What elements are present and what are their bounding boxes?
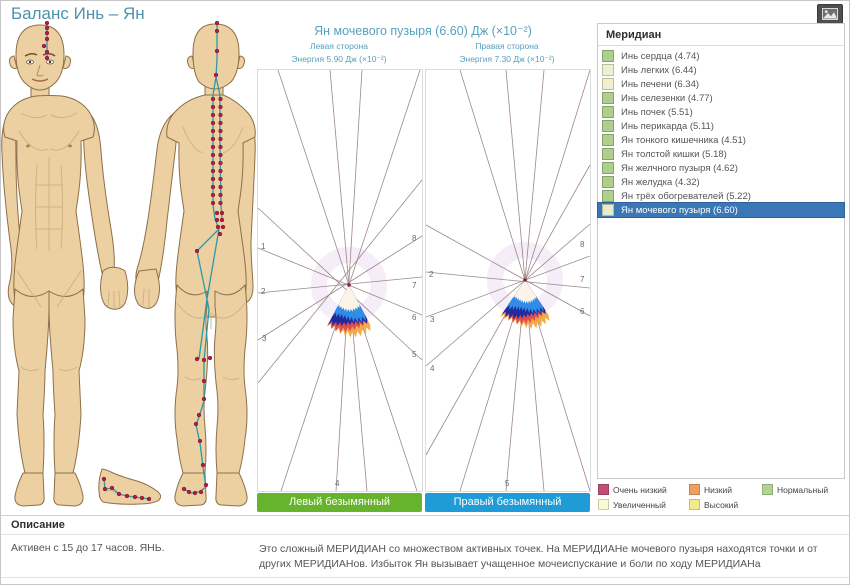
legend-item: Очень низкий bbox=[598, 484, 689, 495]
meridian-item-label: Инь легких (6.44) bbox=[621, 64, 697, 76]
axis-label: 1 bbox=[261, 242, 266, 251]
status-legend: Очень низкий Низкий Нормальный Увеличенн… bbox=[598, 484, 848, 510]
description-section: Описание Активен с 15 до 17 часов. ЯНЬ. … bbox=[1, 515, 849, 578]
meridian-color-swatch bbox=[602, 176, 614, 188]
legend-color-swatch bbox=[762, 484, 773, 495]
axis-label: 7 bbox=[580, 275, 585, 284]
meridian-item-label: Ян мочевого пузыря (6.60) bbox=[621, 204, 738, 216]
meridian-color-swatch bbox=[602, 50, 614, 62]
meridian-item-label: Инь перикарда (5.11) bbox=[621, 120, 714, 132]
axis-label: 6 bbox=[580, 307, 585, 316]
meridian-color-swatch bbox=[602, 162, 614, 174]
legend-color-swatch bbox=[689, 484, 700, 495]
meridian-color-swatch bbox=[602, 106, 614, 118]
legend-item: Нормальный bbox=[762, 484, 848, 495]
meridian-color-swatch bbox=[602, 134, 614, 146]
meridian-list-item[interactable]: Ян тонкого кишечника (4.51) bbox=[598, 133, 844, 147]
legend-item-label: Очень низкий bbox=[613, 484, 667, 495]
meridian-points bbox=[41, 20, 226, 502]
meridian-color-swatch bbox=[602, 148, 614, 160]
left-energy-label: Энергия 5.90 Дж (×10⁻²) bbox=[291, 53, 387, 64]
description-detail-text: Это сложный МЕРИДИАН со множеством актив… bbox=[259, 543, 818, 571]
meridian-item-label: Инь сердца (4.74) bbox=[621, 50, 700, 62]
left-side-label: Левая сторона bbox=[309, 41, 369, 51]
axis-label: 5 bbox=[505, 479, 510, 488]
radar-panel-left: 1 2 3 4 5 6 7 8 bbox=[257, 69, 423, 492]
meridian-item-label: Инь селезенки (4.77) bbox=[621, 92, 713, 104]
axis-label: 4 bbox=[335, 479, 340, 488]
right-ring-finger-button[interactable]: Правый безымянный bbox=[425, 493, 590, 512]
axis-label: 4 bbox=[430, 364, 435, 373]
page-title: Баланс Инь – Ян bbox=[11, 4, 145, 23]
meridian-list-item[interactable]: Ян мочевого пузыря (6.60) bbox=[597, 202, 845, 218]
description-header: Описание bbox=[1, 516, 849, 535]
face-features bbox=[24, 52, 72, 148]
meridian-color-swatch bbox=[602, 204, 614, 216]
radar-panel-right: 2 3 4 5 6 7 8 bbox=[425, 69, 591, 492]
legend-item-label: Нормальный bbox=[777, 484, 829, 495]
axis-label: 2 bbox=[429, 270, 434, 279]
meridian-list-item[interactable]: Инь сердца (4.74) bbox=[598, 49, 844, 63]
legend-color-swatch bbox=[689, 499, 700, 510]
meridian-panel: Меридиан Инь сердца (4.74) Инь легких (6… bbox=[597, 23, 845, 479]
meridian-color-swatch bbox=[602, 190, 614, 202]
meridian-color-swatch bbox=[602, 92, 614, 104]
axis-label: 2 bbox=[261, 287, 266, 296]
meridian-item-label: Ян желудка (4.32) bbox=[621, 176, 700, 188]
meridian-list: Инь сердца (4.74) Инь легких (6.44) Инь … bbox=[597, 46, 845, 218]
meridian-item-label: Ян толстой кишки (5.18) bbox=[621, 148, 727, 160]
legend-item-label: Увеличенный bbox=[613, 499, 666, 510]
meridian-list-item[interactable]: Инь перикарда (5.11) bbox=[598, 119, 844, 133]
body-front-figure bbox=[1, 24, 129, 507]
export-image-button[interactable] bbox=[817, 4, 843, 24]
legend-item: Низкий bbox=[689, 484, 762, 495]
body-back-figure bbox=[134, 23, 256, 507]
body-figures bbox=[1, 20, 256, 507]
legend-item-label: Низкий bbox=[704, 484, 732, 495]
side-foot-figure bbox=[98, 468, 162, 505]
axis-label: 8 bbox=[412, 234, 417, 243]
meridian-list-item[interactable]: Инь селезенки (4.77) bbox=[598, 91, 844, 105]
left-side-header: Левая сторона Энергия 5.90 Дж (×10⁻²) bbox=[257, 40, 421, 66]
chart-title: Ян мочевого пузыря (6.60) Дж (×10⁻²) bbox=[314, 24, 532, 38]
meridian-list-item[interactable]: Инь печени (6.34) bbox=[598, 77, 844, 91]
right-energy-label: Энергия 7.30 Дж (×10⁻²) bbox=[459, 53, 555, 64]
left-ring-finger-button[interactable]: Левый безымянный bbox=[257, 493, 422, 512]
meridian-color-swatch bbox=[602, 120, 614, 132]
legend-color-swatch bbox=[598, 484, 609, 495]
description-activity-text: Активен с 15 до 17 часов. ЯНЬ. bbox=[11, 542, 165, 554]
body-shading bbox=[16, 112, 246, 496]
legend-color-swatch bbox=[598, 499, 609, 510]
axis-label: 7 bbox=[412, 281, 417, 290]
right-side-header: Правая сторона Энергия 7.30 Дж (×10⁻²) bbox=[425, 40, 589, 66]
legend-item: Увеличенный bbox=[598, 499, 689, 510]
radar-chart-left bbox=[258, 70, 422, 491]
meridian-color-swatch bbox=[602, 78, 614, 90]
meridian-list-item[interactable]: Инь почек (5.51) bbox=[598, 105, 844, 119]
meridian-item-label: Ян трёх обогревателей (5.22) bbox=[621, 190, 751, 202]
meridian-list-item[interactable]: Ян толстой кишки (5.18) bbox=[598, 147, 844, 161]
meridian-item-label: Инь почек (5.51) bbox=[621, 106, 693, 118]
axis-label: 5 bbox=[412, 350, 417, 359]
axis-label: 8 bbox=[580, 240, 585, 249]
image-icon bbox=[822, 8, 838, 20]
meridian-list-item[interactable]: Ян желчного пузыря (4.62) bbox=[598, 161, 844, 175]
meridian-item-label: Ян желчного пузыря (4.62) bbox=[621, 162, 738, 174]
legend-item-label: Высокий bbox=[704, 499, 739, 510]
axis-label: 3 bbox=[262, 334, 267, 343]
meridian-item-label: Ян тонкого кишечника (4.51) bbox=[621, 134, 746, 146]
axis-label: 3 bbox=[430, 315, 435, 324]
meridian-list-item[interactable]: Ян трёх обогревателей (5.22) bbox=[598, 189, 844, 203]
meridian-color-swatch bbox=[602, 64, 614, 76]
axis-label: 6 bbox=[412, 313, 417, 322]
legend-item: Высокий bbox=[689, 499, 762, 510]
right-side-label: Правая сторона bbox=[475, 41, 539, 51]
meridian-list-item[interactable]: Инь легких (6.44) bbox=[598, 63, 844, 77]
meridian-list-item[interactable]: Ян желудка (4.32) bbox=[598, 175, 844, 189]
meridian-item-label: Инь печени (6.34) bbox=[621, 78, 700, 90]
meridian-panel-header: Меридиан bbox=[598, 24, 844, 46]
radar-chart-right bbox=[426, 70, 590, 491]
